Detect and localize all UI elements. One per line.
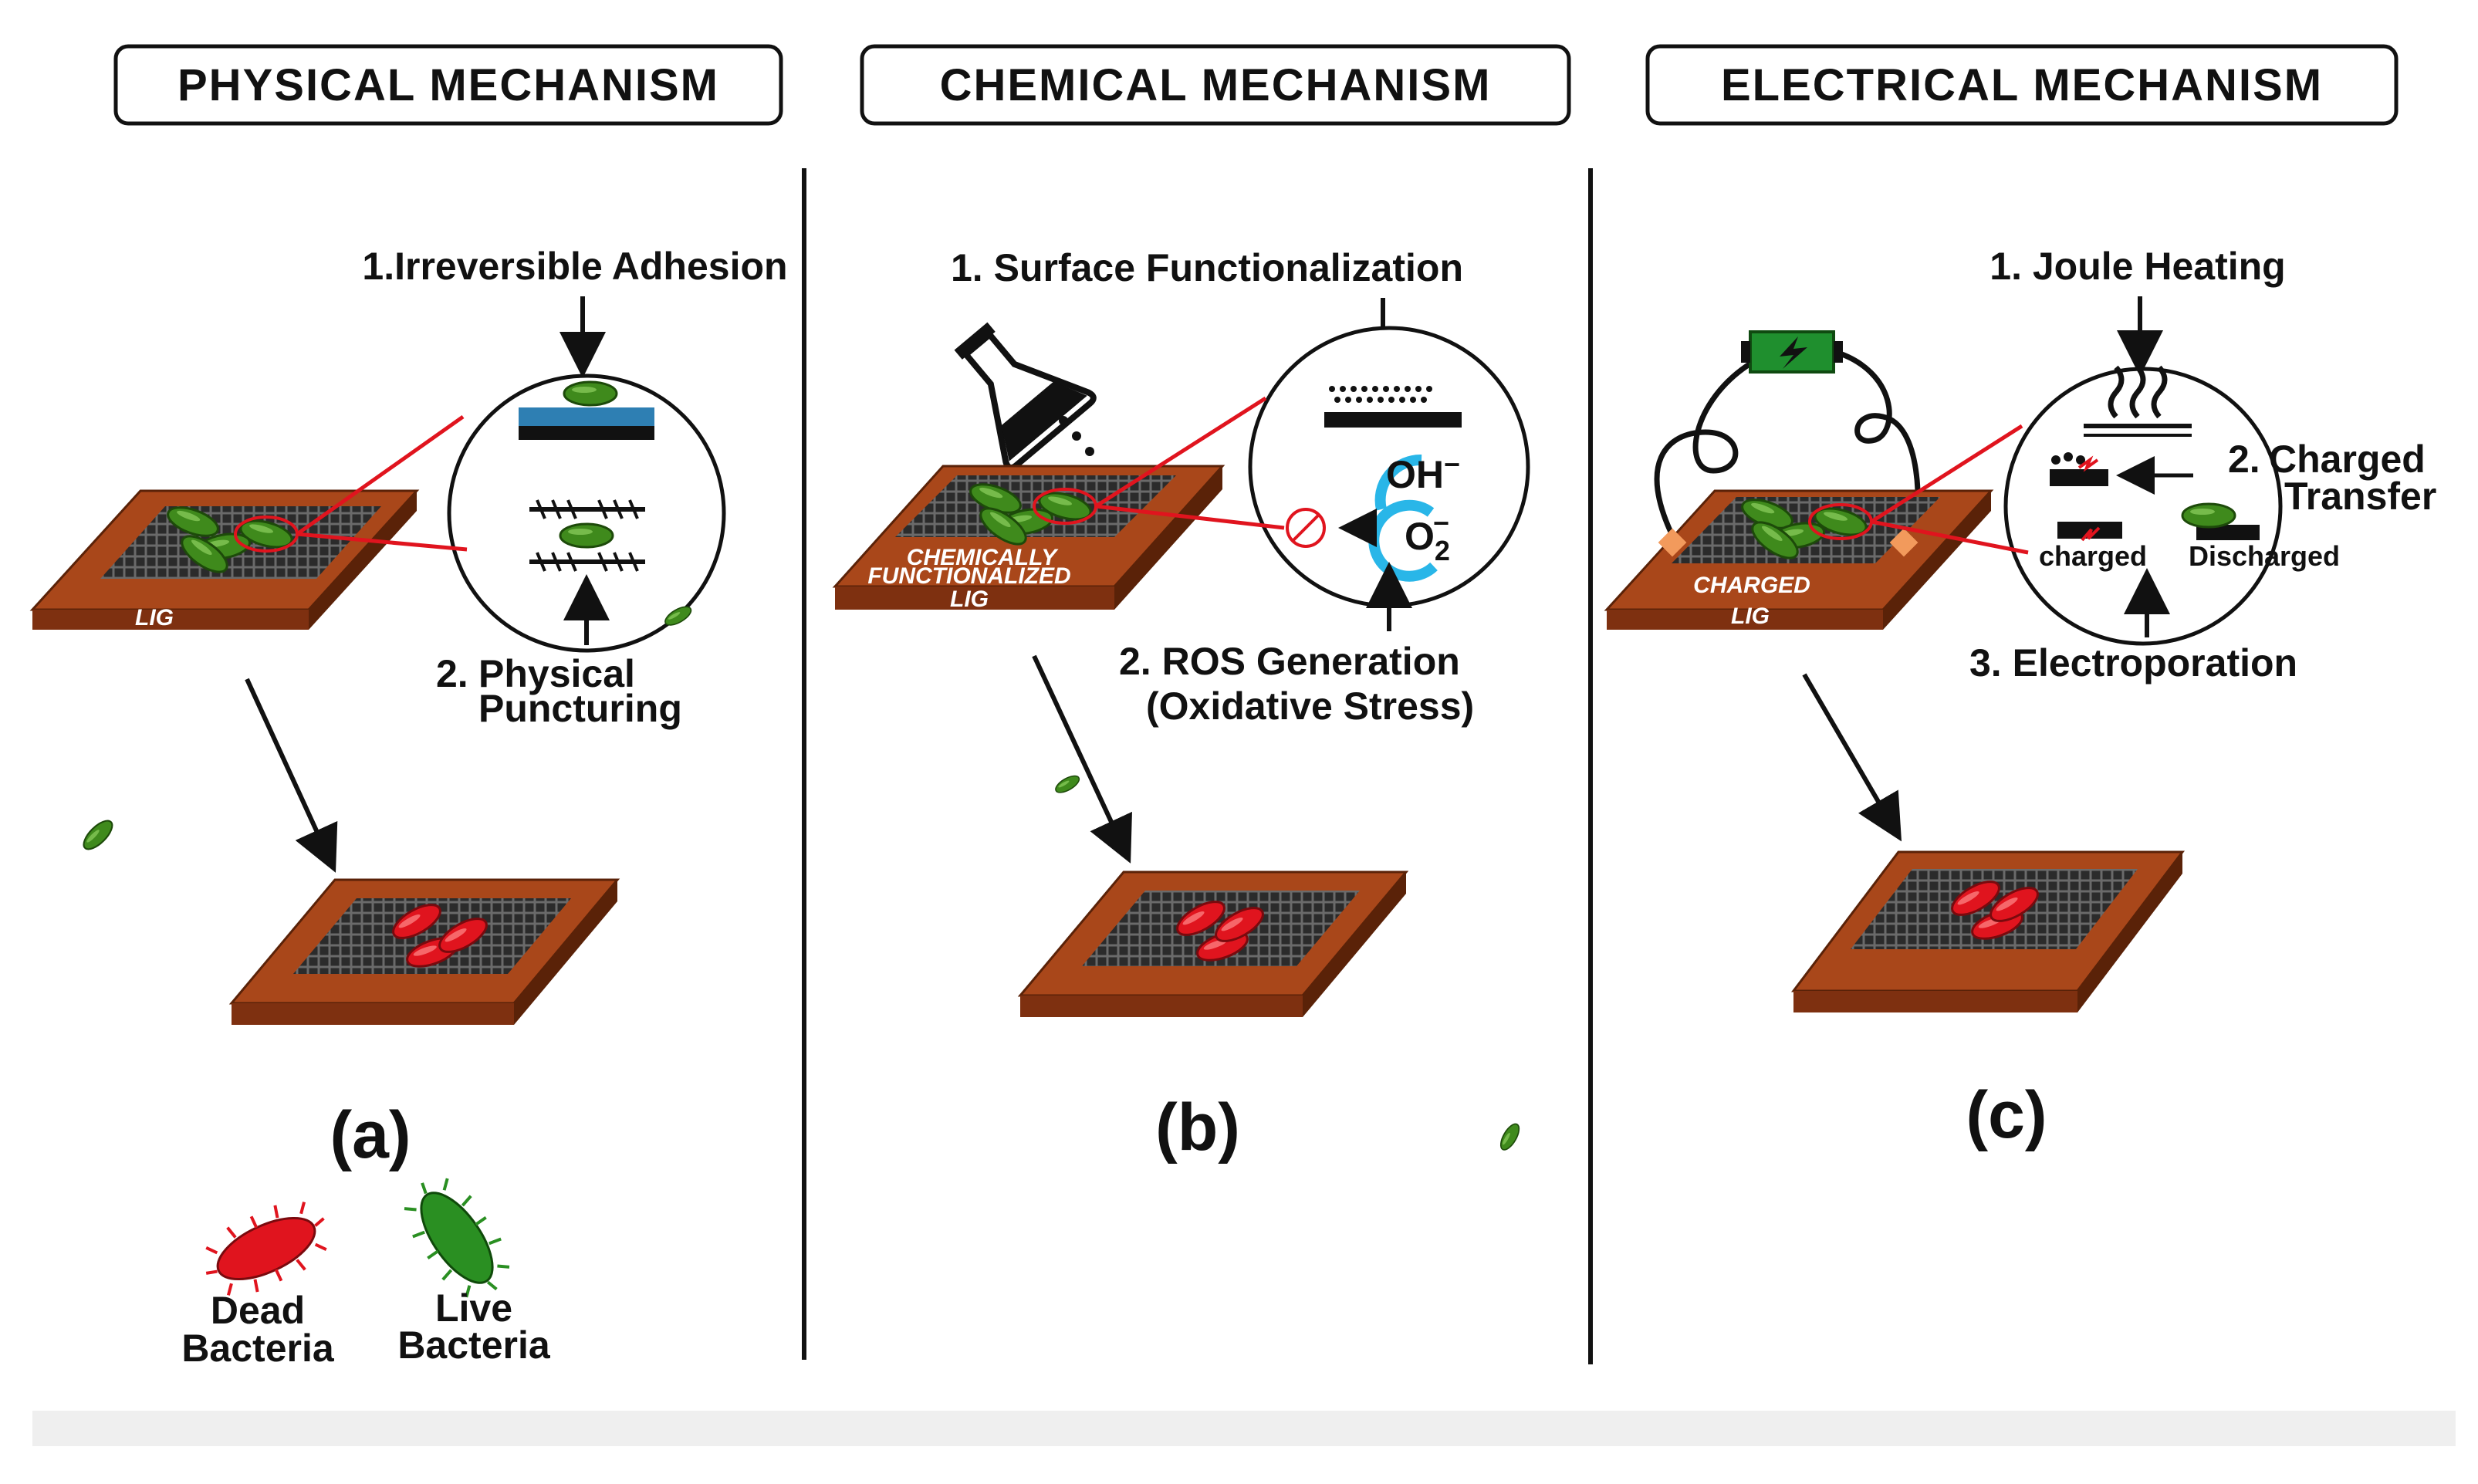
surface-label: FUNCTIONALIZED (867, 563, 1070, 589)
drop (1085, 447, 1094, 456)
step-label: 1. Surface Functionalization (951, 246, 1463, 289)
step-label: Puncturing (478, 687, 682, 730)
discharged-state-plate (2196, 525, 2260, 540)
live-bacteria-icon (404, 1178, 510, 1298)
charged-surface (2050, 469, 2108, 486)
state-label: charged (2039, 540, 2147, 572)
arrow (1802, 673, 1902, 842)
surface-slab (519, 426, 654, 440)
surface-label: LIG (950, 587, 989, 612)
flask-icon (954, 322, 1097, 471)
arrow (245, 678, 338, 873)
functional-groups (1329, 386, 1432, 403)
lightning-icon (1780, 336, 1807, 369)
lig-surface (29, 489, 420, 630)
zoom-line (296, 532, 468, 552)
panel-physical: PHYSICAL MECHANISM 1.Irreversible Adhesi… (29, 44, 788, 1172)
panel-letter: (c) (1966, 1078, 2047, 1152)
legend-label: Live (435, 1286, 512, 1330)
step-label: 1. Joule Heating (1989, 245, 2285, 288)
result-surface (228, 878, 620, 1025)
panel-chemical: CHEMICAL MECHANISM 1. Surface Functional… (661, 44, 1571, 1165)
live-bacterium (1052, 772, 1083, 796)
surface-label: CHEMICALLY (907, 545, 1059, 570)
step-label: Charged (2269, 438, 2426, 481)
species-oh: OH− (1386, 448, 1460, 496)
live-bacterium (2181, 502, 2236, 529)
legend-label: Bacteria (181, 1327, 335, 1370)
live-bacterium (78, 815, 118, 855)
panel-letter: (b) (1155, 1090, 1240, 1165)
zoom-line (1094, 396, 1267, 509)
punctured-bacterium (559, 522, 614, 549)
state-label: Discharged (2189, 540, 2340, 572)
arrow (1032, 654, 1132, 864)
drop (1059, 416, 1068, 425)
panel-electrical: ELECTRICAL MECHANISM 1. Joule Heating (1052, 44, 2436, 1154)
step-label: 1.Irreversible Adhesion (362, 245, 787, 288)
live-bacterium (563, 380, 618, 407)
legend-label: Dead (211, 1289, 305, 1332)
panel-header-box (860, 44, 1571, 126)
contact-pad (1658, 528, 1687, 557)
zoom-line (296, 414, 465, 536)
spike-surface (529, 499, 645, 572)
surface-label: CHARGED (1693, 573, 1810, 598)
zoom-circle (447, 374, 726, 653)
dead-bacteria-icon (205, 1202, 327, 1296)
contact-pad (1889, 528, 1919, 557)
step-label: 3. Electroporation (1969, 641, 2297, 685)
footer-bar (32, 1411, 2456, 1446)
panel-header: CHEMICAL MECHANISM (940, 60, 1492, 110)
zoom-line (1095, 504, 1285, 530)
surface-label: LIG (1731, 603, 1770, 629)
step-label: 2. ROS Generation (1119, 640, 1460, 683)
panel-header-box (113, 44, 783, 126)
species-o2: O2− (1405, 507, 1450, 566)
surface-label: LIG (135, 605, 174, 630)
surface-slab (1324, 412, 1462, 428)
heat-icon (2108, 365, 2168, 419)
panel-letter: (a) (330, 1098, 411, 1172)
zoom-line (1871, 519, 2029, 555)
panel-header-box (1645, 44, 2399, 126)
result-surface (1017, 870, 1409, 1017)
legend-label: Bacteria (397, 1323, 551, 1367)
legend: Dead Bacteria Live Bacteria (181, 1178, 551, 1370)
panel-header: PHYSICAL MECHANISM (177, 60, 719, 110)
drop (1072, 431, 1081, 441)
step-label: 2. (436, 652, 468, 695)
step-label: Transfer (2284, 475, 2436, 518)
panel-header: ELECTRICAL MECHANISM (1721, 60, 2323, 110)
step-label: Physical (478, 652, 635, 695)
ros-arrow (1374, 454, 1422, 511)
step-label: (Oxidative Stress) (1146, 685, 1474, 728)
zoom-circle (2003, 367, 2283, 646)
live-bacterium (1496, 1121, 1523, 1154)
step-label: 2. (2228, 438, 2260, 481)
zoom-line (1870, 424, 2023, 524)
